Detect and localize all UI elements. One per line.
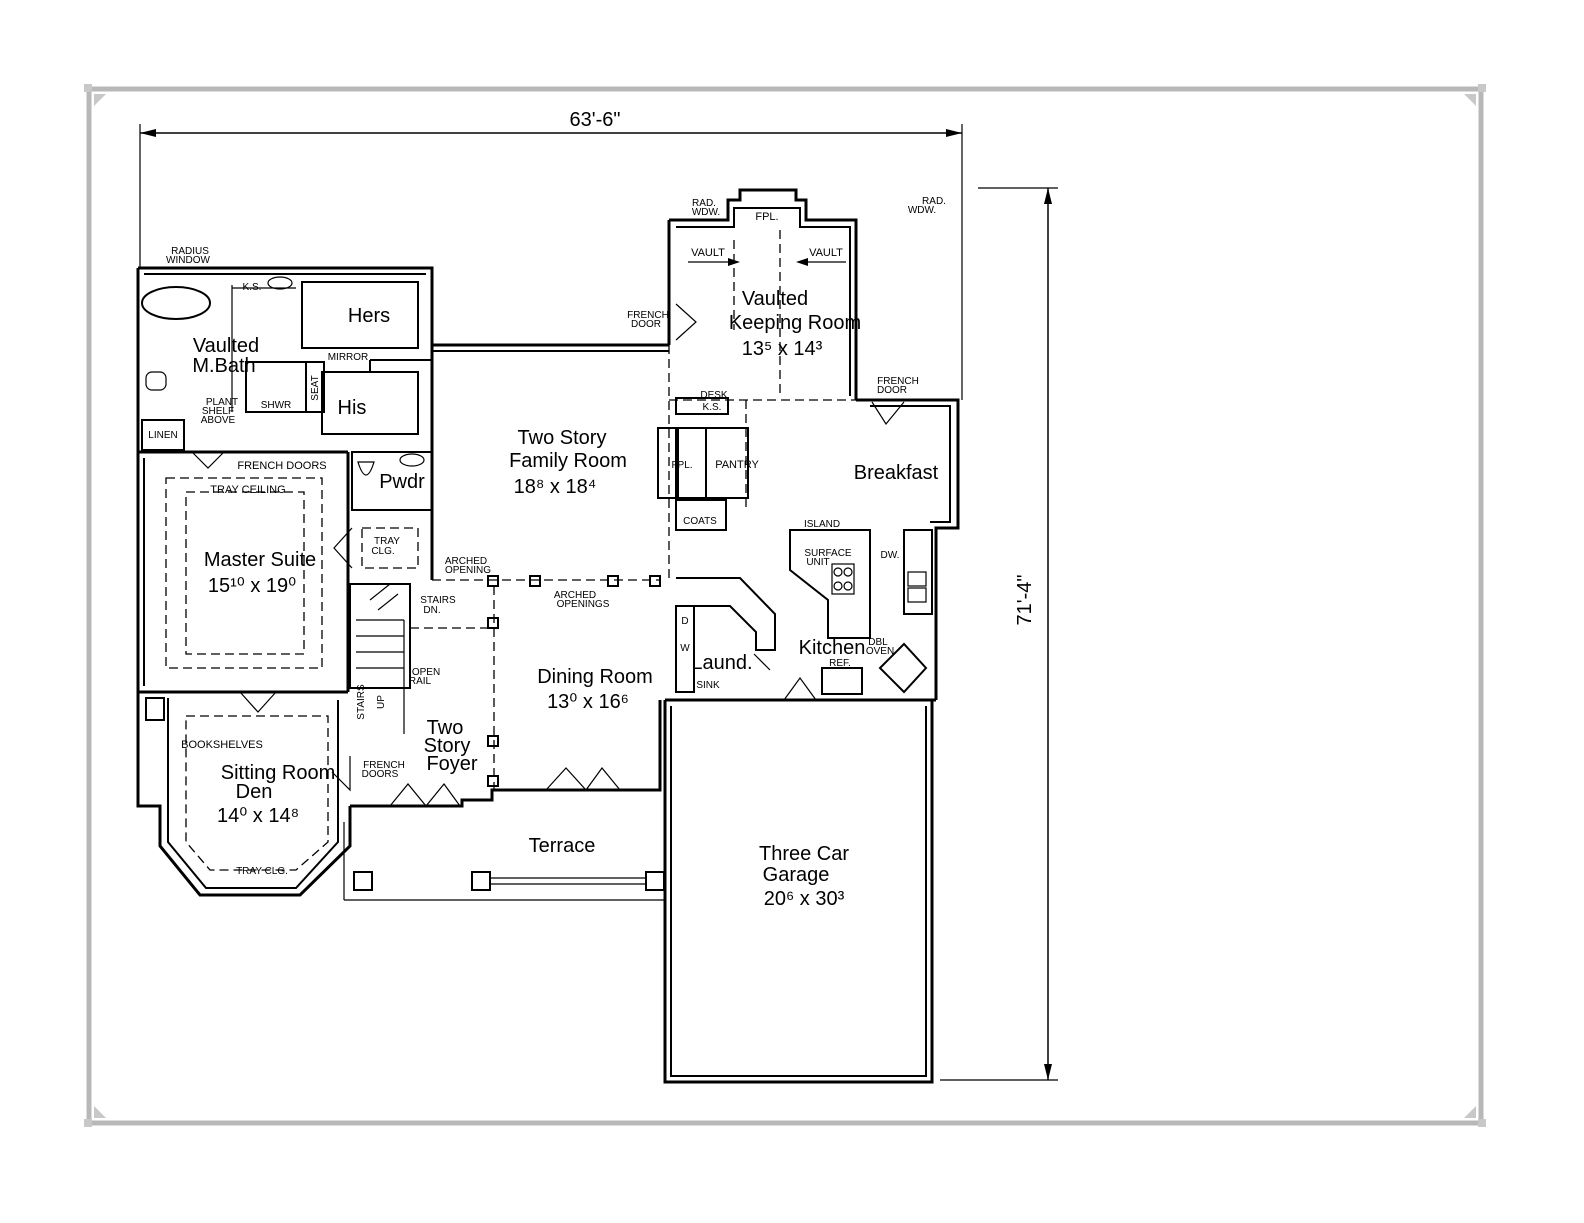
note-sink: SINK (696, 680, 720, 691)
keeping-room-label-line1: Vaulted (742, 288, 808, 310)
note-pantry: PANTRY (715, 459, 759, 471)
sitting-room-label-line1: Sitting Room (221, 762, 336, 784)
note-dw: DW. (881, 550, 900, 561)
note-desk: DESK (700, 390, 728, 401)
sitting-room-label-line2: Den (236, 781, 273, 803)
note-fpl-family: FPL. (671, 460, 692, 471)
note-radius-window: RADIUS (171, 246, 209, 257)
kitchen-label: Kitchen (799, 637, 866, 659)
breakfast-label: Breakfast (854, 462, 939, 484)
mbath-label-line1: Vaulted (193, 335, 259, 357)
note-stairs-dn: STAIRS (420, 595, 456, 606)
note-dbl-oven: DBL (868, 637, 888, 648)
foyer-label-line3: Foyer (426, 753, 477, 775)
note-stairs-up: STAIRS (356, 684, 367, 720)
depth-dimension: 71'-4" (940, 187, 1058, 1081)
note-french-door-breakfast: FRENCH (877, 376, 919, 387)
note-french-door-keeping: FRENCH (627, 310, 669, 321)
note-surface-unit: UNIT (806, 557, 829, 568)
note-ks-desk: K.S. (703, 402, 722, 413)
note-arched-openings: OPENINGS (557, 599, 610, 610)
note-shwr: SHWR (261, 400, 292, 411)
note-tray-ceiling: TRAY CEILING (210, 484, 285, 496)
note-vault-right: VAULT (809, 247, 843, 259)
note-open-rail: OPEN (412, 667, 440, 678)
note-radius-window: WINDOW (166, 255, 210, 266)
note-arched-openings: ARCHED (554, 590, 596, 601)
note-plant-shelf: SHELF (202, 406, 234, 417)
note-rad-wdw-left: WDW. (692, 207, 720, 218)
door-swings (191, 303, 905, 807)
keeping-room-label-line2: Keeping Room (729, 312, 861, 334)
note-french-door-keeping: DOOR (631, 319, 661, 330)
room-labels: Vaulted Keeping Room 13⁵ x 14³ Two Story… (192, 288, 938, 910)
note-dbl-oven: OVEN (866, 646, 894, 657)
master-suite-dims: 15¹⁰ x 19⁰ (208, 575, 296, 597)
powder-label: Pwdr (379, 471, 425, 493)
family-room-label-line2: Family Room (509, 450, 627, 472)
note-tray-clg-den: TRAY CLG. (236, 866, 288, 877)
garage-label-line2: Garage (763, 864, 830, 886)
family-room-label-line1: Two Story (518, 427, 607, 449)
note-surface-unit: SURFACE (804, 548, 852, 559)
note-mirror: MIRROR (328, 352, 369, 363)
dashed-lines (165, 230, 856, 871)
note-french-doors-foyer: DOORS (362, 769, 399, 780)
note-stairs-dn: DN. (423, 605, 440, 616)
foyer-label-line2: Story (424, 735, 471, 757)
note-coats: COATS (683, 516, 717, 527)
garage-dims: 20⁶ x 30³ (764, 888, 845, 910)
note-plant-shelf: ABOVE (201, 415, 236, 426)
note-rad-wdw-right: WDW. (908, 205, 936, 216)
note-w: W (680, 643, 690, 654)
dining-room-dims: 13⁰ x 16⁶ (547, 691, 629, 713)
mbath-label-line2: M.Bath (192, 355, 255, 377)
note-french-doors-master: FRENCH DOORS (237, 460, 326, 472)
note-d: D (681, 616, 688, 627)
note-tray-clg-hall: TRAY (374, 536, 400, 547)
note-french-door-breakfast: DOOR (877, 385, 907, 396)
keeping-room-dims: 13⁵ x 14³ (742, 338, 823, 360)
foyer-label-line1: Two (427, 717, 464, 739)
terrace-label: Terrace (529, 835, 596, 857)
note-rad-wdw-right: RAD. (922, 196, 946, 207)
note-plant-shelf: PLANT (206, 397, 238, 408)
note-open-rail: RAIL (409, 676, 432, 687)
sitting-room-dims: 14⁰ x 14⁸ (217, 805, 299, 827)
note-island: ISLAND (804, 519, 840, 530)
note-tray-clg-hall: CLG. (371, 546, 394, 557)
note-arched-opening: OPENING (445, 565, 491, 576)
note-fpl-keeping: FPL. (755, 211, 778, 223)
exterior-walls (136, 188, 960, 1084)
hers-label: Hers (348, 305, 390, 327)
width-dimension: 63'-6" (139, 109, 963, 400)
plan-notes: RAD. WDW. RAD. WDW. FPL. VAULT VAULT FRE… (148, 196, 946, 877)
note-vault-left: VAULT (691, 247, 725, 259)
note-ref: REF. (829, 658, 851, 669)
garage-label-line1: Three Car (759, 843, 849, 865)
master-suite-label: Master Suite (204, 549, 316, 571)
vault-arrows (688, 258, 846, 266)
page-border (84, 84, 1486, 1127)
laundry-label: Laund. (691, 652, 752, 674)
dining-room-label: Dining Room (537, 666, 653, 688)
interior-walls (141, 276, 933, 901)
his-label: His (338, 397, 367, 419)
note-arched-opening: ARCHED (445, 556, 487, 567)
note-ks-bath: K.S. (243, 282, 262, 293)
note-seat: SEAT (310, 375, 321, 400)
family-room-dims: 18⁸ x 18⁴ (514, 476, 597, 498)
note-stairs-up: UP (376, 695, 387, 709)
note-linen: LINEN (148, 430, 177, 441)
note-french-doors-foyer: FRENCH (363, 760, 405, 771)
depth-dimension-label: 71'-4" (1014, 575, 1036, 626)
note-rad-wdw-left: RAD. (692, 198, 716, 209)
note-bookshelves: BOOKSHELVES (181, 739, 263, 751)
width-dimension-label: 63'-6" (570, 109, 621, 131)
